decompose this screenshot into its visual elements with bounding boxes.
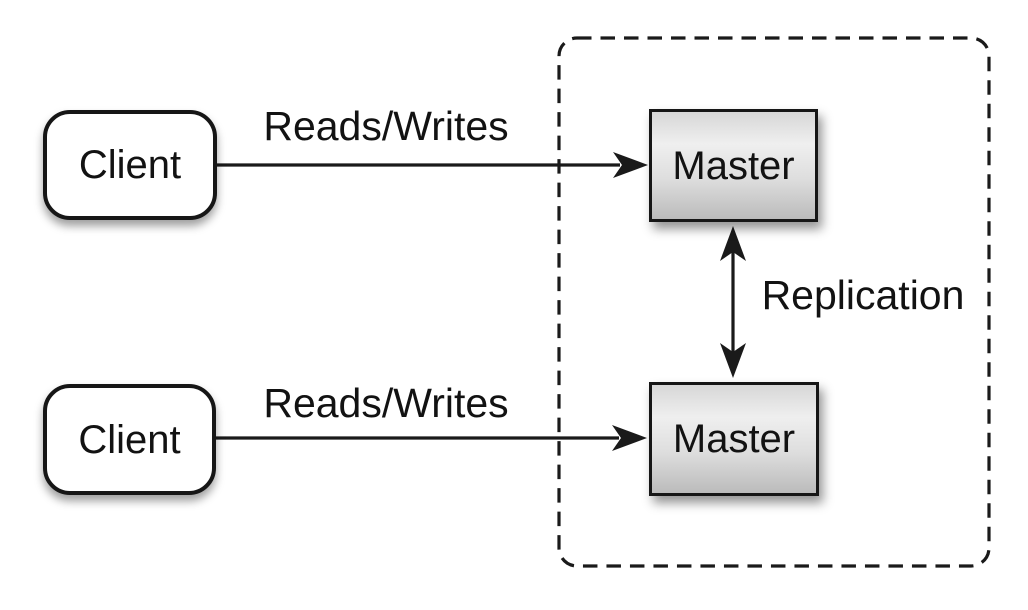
edge-label-reads-writes-top: Reads/Writes — [263, 103, 509, 149]
arrowhead-up-icon — [720, 226, 746, 261]
master-node-top: Master — [649, 109, 818, 222]
arrowhead-right-icon — [612, 425, 647, 451]
replication-cluster-dashed-border — [557, 36, 991, 568]
arrow-replication — [720, 226, 746, 378]
client-node-top: Client — [43, 110, 217, 220]
arrow-reads-writes-bottom — [216, 425, 647, 451]
arrow-reads-writes-top — [217, 152, 648, 178]
master-node-bottom: Master — [649, 382, 819, 496]
arrowhead-right-icon — [613, 152, 648, 178]
client-node-bottom: Client — [43, 384, 216, 495]
edge-label-replication: Replication — [761, 272, 965, 318]
arrowhead-down-icon — [720, 343, 746, 378]
edge-label-reads-writes-bottom: Reads/Writes — [263, 380, 509, 426]
